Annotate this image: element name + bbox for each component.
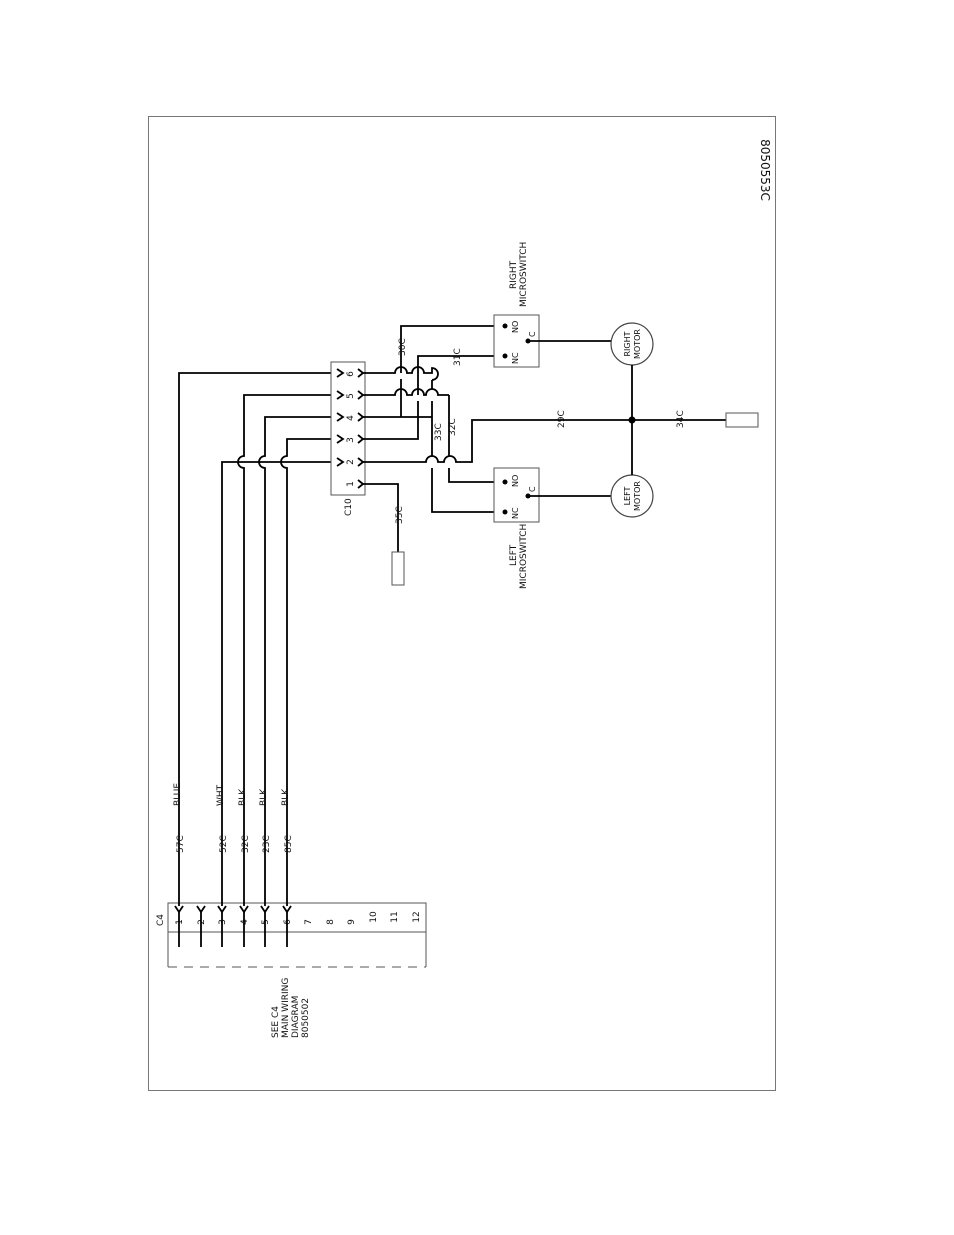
c4-pin-2: 2 (197, 919, 207, 925)
c4-pin-6: 6 (283, 919, 293, 925)
c10-pin-3: 3 (346, 437, 356, 443)
right-microswitch-nc: NC (511, 352, 520, 364)
right-microswitch-label-2: MICROSWITCH (519, 242, 529, 307)
left-motor-label-2: MOTOR (633, 481, 642, 511)
c10-pin-6: 6 (346, 371, 356, 377)
connector-c4: C4 1 2 3 4 5 6 7 8 9 10 11 12 (156, 903, 426, 967)
c4-pin-12: 12 (412, 911, 422, 922)
connector-c4-label: C4 (156, 914, 166, 926)
c10-pin-4: 4 (346, 415, 356, 421)
wire-label-32c: 32C (448, 418, 458, 436)
wire-color-labels: BLUE WHT BLK BLK BLK (173, 783, 291, 806)
see-note-line-3: DIAGRAM (291, 996, 301, 1038)
junction-dot (629, 417, 636, 424)
wire-color-blk-2: BLK (259, 788, 269, 806)
see-note-line-1: SEE C4 (271, 1006, 281, 1038)
drawing-number: 8050553C (758, 139, 772, 201)
wire-label-35c: 35C (395, 506, 405, 524)
terminal-34c (726, 413, 758, 427)
see-note-line-4: 8050502 (301, 998, 311, 1038)
left-microswitch-label-1: LEFT (509, 544, 519, 566)
c4-pin-11: 11 (390, 911, 400, 922)
wire-color-blue: BLUE (173, 783, 183, 806)
c4-pin-3: 3 (218, 919, 228, 925)
left-motor: LEFT MOTOR (611, 475, 653, 517)
wire-label-33c: 33C (434, 423, 444, 441)
c4-pin-1: 1 (175, 919, 185, 925)
c4-pin-8: 8 (326, 919, 336, 925)
wire-label-31c: 31C (453, 348, 463, 366)
harness-wires (179, 373, 357, 906)
wire-number-52c: 52C (219, 835, 229, 853)
left-motor-label-1: LEFT (623, 486, 632, 505)
right-microswitch-no: NO (511, 321, 520, 333)
connector-c10-label: C10 (344, 498, 354, 516)
left-microswitch-nc: NC (511, 507, 520, 519)
wire-number-32c: 32C (241, 835, 251, 853)
wire-number-23c: 23C (262, 835, 272, 853)
motor-common-wiring (558, 365, 758, 475)
wire-number-57c: 57C (176, 835, 186, 853)
see-note-line-2: MAIN WIRING (281, 978, 291, 1038)
left-microswitch-c: C (528, 486, 537, 492)
left-microswitch-no: NO (511, 475, 520, 487)
c10-pin-5: 5 (346, 393, 356, 399)
wire-color-blk-3: BLK (281, 788, 291, 806)
left-microswitch-label-2: MICROSWITCH (519, 524, 529, 589)
right-microswitch-c: C (528, 331, 537, 337)
c4-pin-7: 7 (304, 919, 314, 925)
c10-pin-1: 1 (346, 481, 356, 487)
terminal-35c (392, 552, 404, 585)
wire-number-85c: 85C (284, 835, 294, 853)
c10-pin-2: 2 (346, 459, 356, 465)
c4-pin-9: 9 (347, 919, 357, 925)
c4-pin-10: 10 (369, 911, 379, 923)
wire-label-30c: 30C (398, 338, 408, 356)
wire-color-wht: WHT (216, 784, 226, 806)
right-motor-label-1: RIGHT (623, 331, 632, 356)
left-microswitch: NO NC C LEFT MICROSWITCH (494, 468, 539, 589)
right-motor-label-2: MOTOR (633, 329, 642, 359)
c4-pin-4: 4 (240, 919, 250, 925)
right-motor: RIGHT MOTOR (611, 323, 653, 365)
c4-pin-5: 5 (261, 919, 271, 925)
right-microswitch: NO NC C RIGHT MICROSWITCH (494, 242, 539, 367)
wire-color-blk-1: BLK (238, 788, 248, 806)
wire-number-labels: 57C 52C 32C 23C 85C (176, 835, 294, 853)
drawing-frame (149, 117, 776, 1091)
see-c4-note: SEE C4 MAIN WIRING DIAGRAM 8050502 (271, 978, 311, 1038)
connector-c10: C10 1 2 3 4 5 6 (331, 362, 365, 516)
right-microswitch-label-1: RIGHT (509, 260, 519, 289)
